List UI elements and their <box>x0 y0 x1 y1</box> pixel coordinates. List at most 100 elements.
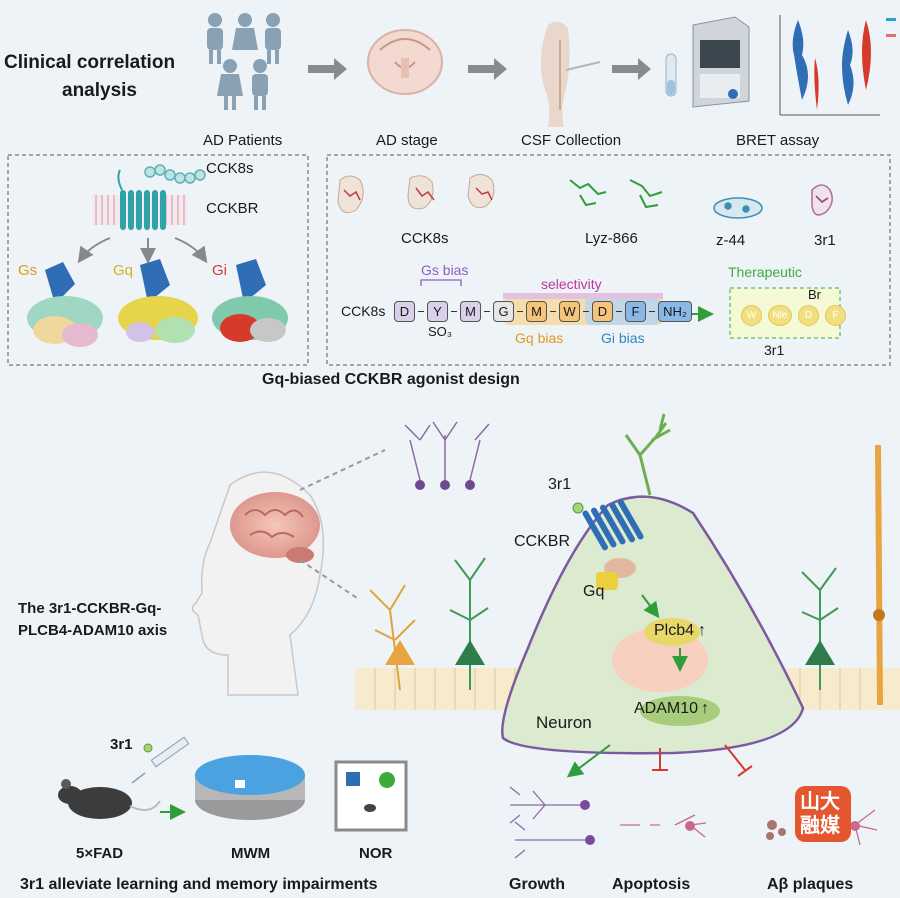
gi-bias-label: Gi bias <box>601 330 645 346</box>
watermark-char-4: 媒 <box>820 815 840 837</box>
cck8s-structures <box>337 174 495 214</box>
gs-label: Gs <box>18 262 38 279</box>
watermark-char-3: 融 <box>800 815 820 837</box>
brain-section-icon <box>367 29 443 95</box>
bret-reader-icon <box>665 16 750 108</box>
receptor-panel-box <box>7 154 309 366</box>
residue-5: M <box>526 301 547 322</box>
step-label-patients: AD Patients <box>203 132 283 149</box>
plaque-neurons <box>766 809 878 846</box>
gi-complex-structure <box>212 259 288 342</box>
zoom-lines <box>299 449 386 601</box>
residue-3: M <box>460 301 481 322</box>
residue-9: NH₂ <box>658 301 692 322</box>
structure-label-cck8s: CCK8s <box>401 230 449 247</box>
gs-complex-structure <box>27 262 103 347</box>
so3-label: SO₃ <box>428 324 453 339</box>
therapeutic-residue-1: W <box>741 305 762 326</box>
neuron-ligand-label: 3r1 <box>548 476 572 493</box>
plcb4-up-arrow: ↑ <box>698 622 707 639</box>
therapeutic-residue-3: D <box>798 305 819 326</box>
plcb4-label: Plcb4↑ <box>654 622 706 640</box>
structure-label-lyz866: Lyz-866 <box>585 230 638 247</box>
residue-8: F <box>625 301 646 322</box>
watermark-char-1: 山 <box>800 791 820 813</box>
peptide-sequence: D Y M G M W D F NH₂ <box>391 301 695 322</box>
section-title: Gq-biased CCKBR agonist design <box>262 371 520 388</box>
structure-label-z44: z-44 <box>716 232 746 249</box>
watermark-text: 山大 融媒 <box>800 790 840 838</box>
plcb4-text: Plcb4 <box>654 622 695 639</box>
axis-title-line1: The 3r1-CCKBR-Gq- <box>18 600 162 617</box>
product-label: 3r1 <box>764 342 785 358</box>
residue-1: D <box>394 301 415 322</box>
cckbr-receptor-icon <box>92 169 187 230</box>
mouse-icon <box>58 779 161 819</box>
human-head-icon <box>191 471 325 696</box>
clinical-title-line1: Clinical correlation <box>4 52 176 73</box>
mwm-label: MWM <box>231 845 271 862</box>
therapeutic-residue-4: F <box>825 305 846 326</box>
therapeutic-residue-2: Nle <box>768 305 792 326</box>
step-label-csf: CSF Collection <box>521 132 622 149</box>
residue-6: W <box>559 301 580 322</box>
outcome-plaques: Aβ plaques <box>767 876 854 893</box>
watermark-char-2: 大 <box>820 791 840 813</box>
nor-label: NOR <box>359 845 393 862</box>
sequence-label: CCK8s <box>341 303 386 319</box>
structure-label-3r1: 3r1 <box>814 232 836 249</box>
syringe-icon <box>131 736 190 784</box>
apoptosis-neurons <box>620 814 707 838</box>
neuron-gq-label: Gq <box>583 583 605 600</box>
step-label-stage: AD stage <box>376 132 438 149</box>
ligand-label: CCK8s <box>206 160 254 177</box>
therapeutic-peptide: W Nle D F <box>738 305 849 326</box>
outcome-apoptosis: Apoptosis <box>612 876 691 893</box>
clinical-title-line2: analysis <box>62 80 137 101</box>
neuron-label: Neuron <box>536 713 592 732</box>
therapeutic-label: Therapeutic <box>728 264 802 280</box>
gq-complex-structure <box>118 259 198 343</box>
gq-bias-label: Gq bias <box>515 330 564 346</box>
mouse-caption: 3r1 alleviate learning and memory impair… <box>20 876 378 893</box>
outcome-arrows <box>566 744 753 778</box>
gq-label: Gq <box>113 262 134 279</box>
patients-icon <box>207 13 281 110</box>
big-neuron <box>501 413 805 755</box>
nor-arena-icon <box>334 760 408 832</box>
3r1-structure <box>811 184 833 216</box>
gs-bias-label: Gs bias <box>421 262 469 278</box>
adam10-text: ADAM10 <box>634 700 699 717</box>
neuron-cell-bodies <box>415 480 475 490</box>
gs-bias-bracket <box>420 279 462 286</box>
peptide-panel-box <box>326 154 891 366</box>
receptor-arrows <box>77 237 208 264</box>
residue-2: Y <box>427 301 448 322</box>
cck8s-ligand-icon <box>144 164 206 184</box>
neuron-receptor-label: CCKBR <box>514 533 571 550</box>
mwm-pool-icon <box>195 755 305 820</box>
adam10-label: ADAM10↑ <box>634 700 709 718</box>
selectivity-label: selectivity <box>541 276 602 292</box>
violin-plot-icon <box>779 15 896 116</box>
drug-label: 3r1 <box>110 736 133 753</box>
outcome-growth: Growth <box>509 876 565 893</box>
growth-neurons <box>509 786 585 859</box>
side-neurons <box>369 444 885 706</box>
axis-title-line2: PLCB4-ADAM10 axis <box>18 622 168 639</box>
gi-label: Gi <box>212 262 227 279</box>
receptor-label: CCKBR <box>206 200 259 217</box>
residue-7: D <box>592 301 613 322</box>
watermark-logo <box>795 786 851 842</box>
step-label-bret: BRET assay <box>736 132 820 149</box>
neuron-cluster-icon <box>404 421 490 481</box>
csf-collection-icon <box>540 21 601 127</box>
br-label: Br <box>808 287 821 302</box>
model-label: 5×FAD <box>76 845 124 862</box>
residue-4: G <box>493 301 514 322</box>
adam10-up-arrow: ↑ <box>701 700 710 717</box>
z44-structure <box>713 197 763 219</box>
process-arrows <box>308 58 651 80</box>
selectivity-highlight <box>503 293 663 299</box>
